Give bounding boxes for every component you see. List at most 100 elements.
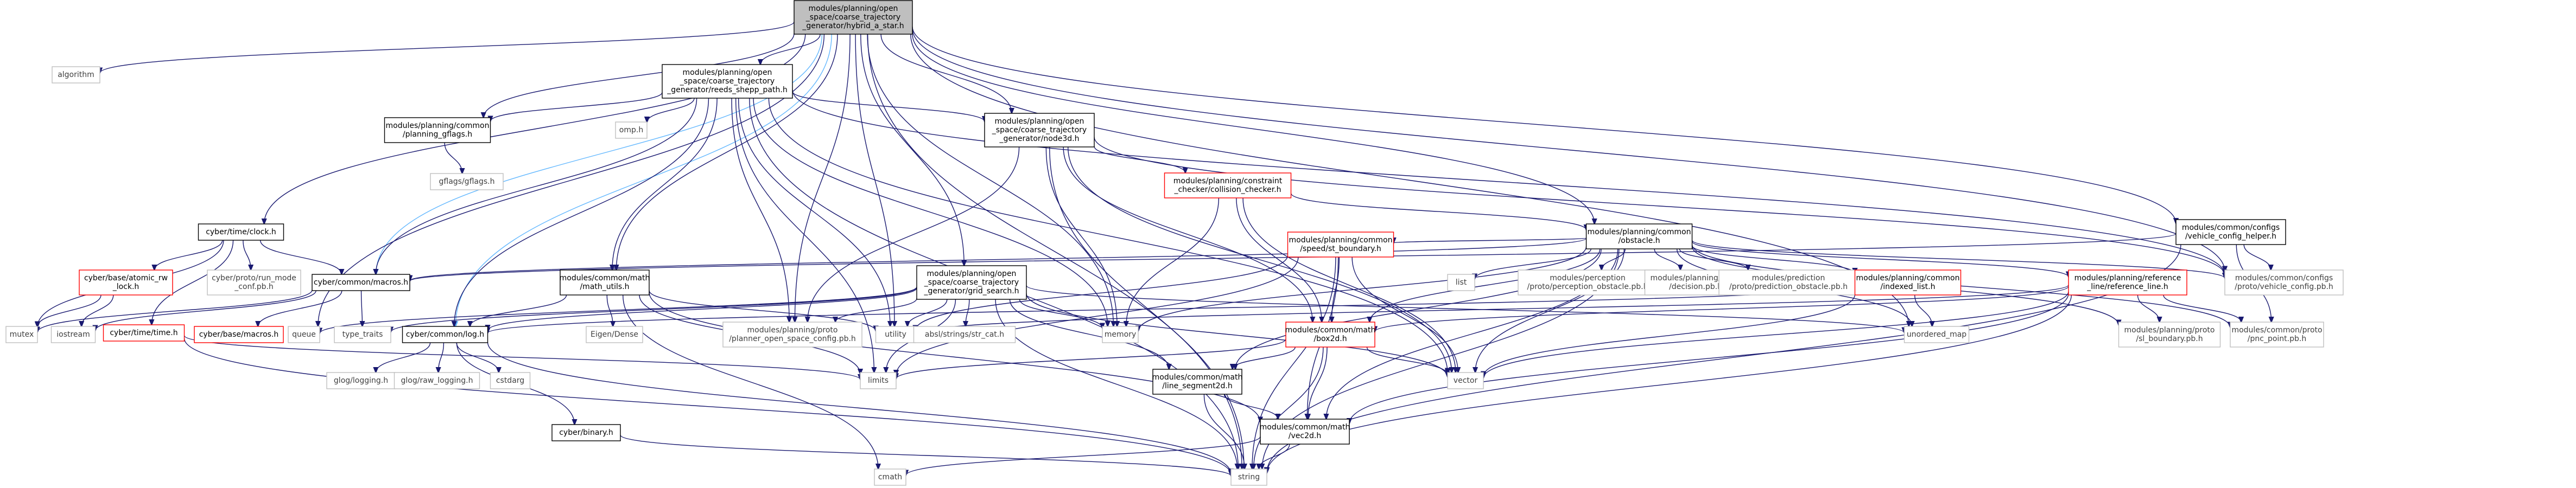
node-label: _generator/hybrid_a_star.h	[802, 22, 904, 30]
node-label: queue	[292, 330, 316, 339]
node-pred[interactable]: modules/prediction/proto/prediction_obst…	[1718, 269, 1858, 296]
edge-refline-to-pncpoint	[2163, 294, 2241, 322]
edge-line	[738, 98, 890, 326]
node-cmath[interactable]: cmath	[874, 468, 906, 486]
edge-line	[867, 34, 1113, 326]
edge-gflags_h-to-gflags	[444, 142, 462, 174]
node-label: modules/planning/open	[995, 117, 1084, 126]
node-utility[interactable]: utility	[875, 326, 916, 343]
node-macros[interactable]: cyber/common/macros.h	[312, 274, 410, 291]
edge-line	[1019, 299, 1103, 328]
node-oscfg[interactable]: modules/planning/proto/planner_open_spac…	[722, 322, 862, 348]
node-node3d[interactable]: modules/planning/open_space/coarse_traje…	[984, 113, 1095, 147]
edge-obstacle-to-vehcfg	[1691, 240, 2225, 278]
node-algorithm[interactable]: algorithm	[52, 66, 100, 84]
node-list[interactable]: list	[1447, 274, 1475, 291]
node-lineseg[interactable]: modules/common/math/line_segment2d.h	[1152, 369, 1243, 395]
node-cstdarg[interactable]: cstdarg	[490, 372, 531, 389]
node-vector[interactable]: vector	[1447, 372, 1484, 389]
node-eigen[interactable]: Eigen/Dense	[586, 326, 643, 343]
edge-line	[735, 98, 874, 373]
node-stboundary[interactable]: modules/planning/common/speed/st_boundar…	[1287, 232, 1394, 258]
node-label: modules/common/math	[1152, 373, 1243, 382]
node-slboundary[interactable]: modules/planning/proto/sl_boundary.pb.h	[2118, 322, 2221, 348]
edge-refline-to-slboundary	[2137, 294, 2159, 322]
node-basemacros[interactable]: cyber/base/macros.h	[194, 326, 284, 343]
node-omp[interactable]: omp.h	[615, 121, 648, 139]
node-string[interactable]: string	[1230, 468, 1267, 486]
edge-line	[456, 342, 499, 373]
node-vch[interactable]: modules/common/configs/vehicle_config_he…	[2175, 219, 2286, 245]
edge-line	[649, 292, 1260, 422]
node-runmode[interactable]: cyber/proto/run_mode_conf.pb.h	[207, 269, 301, 296]
edge-line	[470, 294, 567, 326]
node-label: /obstacle.h	[1618, 236, 1660, 245]
node-box	[794, 0, 913, 35]
node-reeds[interactable]: modules/planning/open_space/coarse_traje…	[662, 64, 793, 99]
node-label: _checker/collision_checker.h	[1173, 185, 1281, 194]
node-box	[1164, 172, 1292, 198]
node-mutex[interactable]: mutex	[5, 326, 38, 343]
node-glograw[interactable]: glog/raw_logging.h	[394, 372, 480, 389]
node-strcat[interactable]: absl/strings/str_cat.h	[913, 326, 1016, 343]
node-gflags[interactable]: gflags/gflags.h	[430, 173, 504, 190]
edge-line	[912, 28, 2225, 272]
node-log[interactable]: cyber/common/log.h	[402, 326, 488, 343]
node-label: modules/planning/proto	[2124, 326, 2215, 335]
node-gflags_h[interactable]: modules/planning/common/planning_gflags.…	[384, 117, 491, 143]
node-unordered[interactable]: unordered_map	[1904, 326, 1970, 343]
node-limits[interactable]: limits	[860, 372, 897, 389]
edge-line	[1691, 244, 2231, 328]
node-iostream[interactable]: iostream	[50, 326, 96, 343]
node-root[interactable]: modules/planning/open_space/coarse_traje…	[794, 0, 913, 35]
node-math_utils[interactable]: modules/common/math/math_utils.h	[560, 269, 650, 296]
node-refline[interactable]: modules/planning/reference_line/referenc…	[2068, 269, 2187, 296]
node-label: cyber/common/macros.h	[314, 278, 408, 287]
edge-line	[96, 290, 316, 331]
node-perc[interactable]: modules/perception/proto/perception_obst…	[1518, 269, 1658, 296]
edge-line	[1236, 197, 1322, 322]
edge-line	[1914, 294, 1932, 326]
node-timeh[interactable]: cyber/time/time.h	[103, 324, 185, 342]
node-vehcfg[interactable]: modules/common/configs/proto/vehicle_con…	[2224, 269, 2344, 296]
node-pncpoint[interactable]: modules/common/proto/pnc_point.pb.h	[2230, 322, 2324, 348]
node-atomic[interactable]: cyber/base/atomic_rw_lock.h	[79, 269, 173, 296]
node-label: /speed/st_boundary.h	[1300, 245, 1381, 253]
node-box	[490, 372, 531, 389]
edge-line	[1375, 286, 2069, 332]
node-obstacle[interactable]: modules/planning/common/obstacle.h	[1585, 223, 1693, 249]
edge-node3d-to-vector	[1068, 146, 1452, 373]
edge-line	[1203, 394, 1245, 469]
edge-clock-to-timeh	[151, 240, 234, 325]
node-label: modules/planning/open	[927, 269, 1017, 278]
edge-line	[320, 286, 917, 333]
edge-line	[1332, 256, 1340, 322]
edge-root-to-node3d	[880, 34, 1012, 113]
edge-collision-to-memory	[1126, 197, 1220, 326]
node-vec2d[interactable]: modules/common/math/vec2d.h	[1260, 419, 1350, 445]
node-binary[interactable]: cyber/binary.h	[551, 424, 621, 441]
node-clock[interactable]: cyber/time/clock.h	[198, 223, 284, 241]
node-box2d[interactable]: modules/common/math/box2d.h	[1285, 322, 1376, 348]
node-queue[interactable]: queue	[288, 326, 320, 343]
node-collision[interactable]: modules/planning/constraint_checker/coll…	[1164, 172, 1292, 198]
node-glog[interactable]: glog/logging.h	[326, 372, 396, 389]
node-box	[394, 372, 480, 389]
node-indexed[interactable]: modules/planning/common/indexed_list.h	[1854, 269, 1962, 296]
node-memory[interactable]: memory	[1102, 326, 1139, 343]
edge-line	[1068, 146, 1452, 373]
node-label: type_traits	[342, 330, 383, 339]
edge-atomic-to-mutex	[37, 294, 101, 327]
node-grid[interactable]: modules/planning/open_space/coarse_traje…	[916, 265, 1027, 300]
node-typetraits[interactable]: type_traits	[334, 326, 391, 343]
edge-line	[1094, 137, 2225, 275]
edge-reeds-to-log	[454, 98, 709, 326]
node-label: _space/coarse_trajectory	[924, 278, 1019, 287]
edge-node3d-to-collision	[1094, 146, 1185, 173]
edge-math_utils-to-utility	[649, 290, 876, 331]
edge-macros-to-basemacros	[258, 290, 342, 326]
edge-line	[1290, 193, 1587, 230]
edge-obstacle-to-perc	[1602, 248, 1626, 270]
edge-lineseg-to-vec2d	[1223, 394, 1278, 419]
